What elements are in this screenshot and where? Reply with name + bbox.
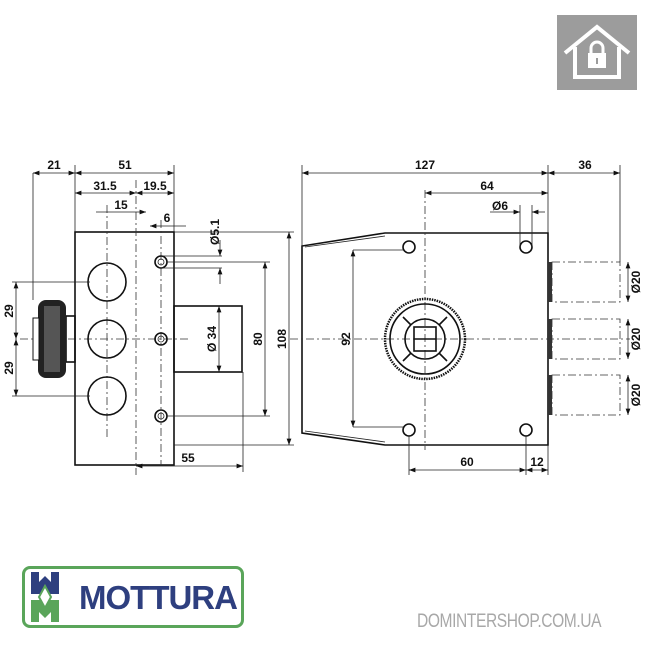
dim-60: 60	[460, 455, 474, 469]
cylinder-side	[173, 305, 243, 373]
dim-51: 51	[118, 158, 132, 172]
dim-36: 36	[578, 158, 592, 172]
dim-92: 92	[339, 332, 353, 346]
dim-80: 80	[251, 332, 265, 346]
dim-6: 6	[164, 211, 171, 225]
brand-name: MOTTURA	[79, 579, 238, 616]
dim-29-bottom: 29	[2, 361, 16, 375]
watermark: DOMINTERSHOP.COM.UA	[417, 611, 602, 632]
dim-21: 21	[47, 158, 61, 172]
dim-5-1: Ø5.1	[208, 219, 222, 245]
dim-19-5: 19.5	[143, 179, 167, 193]
dim-15: 15	[114, 198, 128, 212]
side-view: 21 51 31.5 19.5 15 6 Ø5.1 Ø 34 80 108 29…	[2, 158, 294, 475]
dim-20-top: Ø20	[629, 270, 643, 293]
bolts	[548, 261, 621, 416]
dim-12: 12	[530, 455, 544, 469]
dim-55: 55	[181, 451, 195, 465]
dim-127: 127	[415, 158, 435, 172]
mottura-logo: MOTTURA	[22, 566, 244, 628]
knob-side	[32, 300, 76, 378]
home-lock-icon	[557, 15, 637, 90]
dim-29-top: 29	[2, 304, 16, 318]
dim-108-left: 108	[275, 329, 289, 349]
dim-20-middle: Ø20	[629, 327, 643, 350]
knob-front	[383, 297, 467, 381]
dim-31-5: 31.5	[93, 179, 117, 193]
dim-64: 64	[480, 179, 494, 193]
dim-34: Ø 34	[205, 326, 219, 352]
dim-20-bottom: Ø20	[629, 383, 643, 406]
mottura-logo-mark	[31, 572, 59, 622]
dim-6-dia: Ø6	[492, 199, 508, 213]
front-view: 127 36 64 Ø6 92 60 12 Ø20 Ø20 Ø20 108	[290, 158, 643, 475]
